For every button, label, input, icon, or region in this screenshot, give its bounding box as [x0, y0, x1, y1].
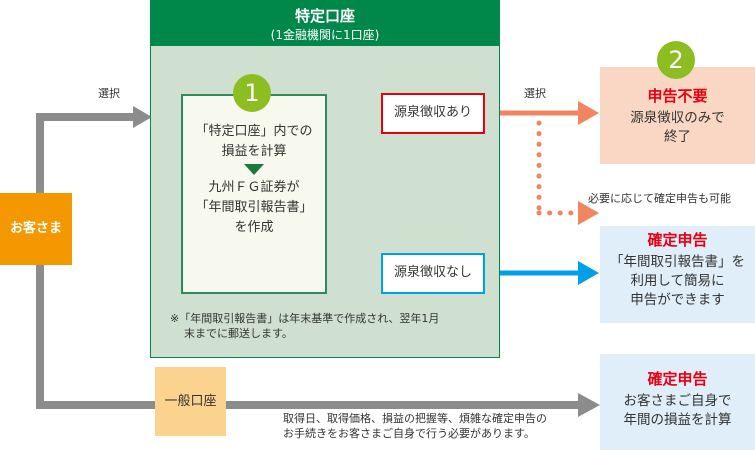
general-note: 取得日、取得価格、損益の把握等、煩雑な確定申告の お手続きをお客さまご自身で行う… — [283, 411, 603, 441]
blue-arrow — [484, 261, 599, 285]
step-2-badge: 2 — [657, 41, 695, 79]
result-line: お客さまご自身で — [623, 393, 732, 409]
result-title: 申告不要 — [647, 87, 708, 105]
result-self-filing: 確定申告 お客さまご自身で 年間の損益を計算 — [600, 354, 755, 450]
note-line: お手続きをお客さまご自身で行う必要があります。 — [283, 427, 535, 440]
result-no-filing: 申告不要 源泉徴収のみで 終了 — [600, 67, 755, 164]
result-line: 源泉徴収のみで — [630, 110, 725, 126]
calc-line: 「特定口座」内での — [195, 124, 313, 139]
result-line: 年間の損益を計算 — [623, 412, 732, 428]
optional-note: 必要に応じて確定申告も可能 — [588, 192, 731, 205]
note-line: 取得日、取得価格、損益の把握等、煩雑な確定申告の — [283, 412, 547, 425]
result-simple-filing: 確定申告 「年間取引報告書」を 利用して簡易に 申告ができます — [600, 226, 755, 323]
select-label: 選択 — [524, 87, 546, 100]
step-1-badge: 1 — [233, 74, 271, 112]
down-triangle-icon — [244, 164, 264, 175]
report-line: を作成 — [234, 220, 274, 235]
tokutei-account-header: 特定口座 (1金融機関に1口座) — [150, 0, 500, 46]
result-title: 確定申告 — [647, 231, 708, 249]
orange-arrow — [484, 101, 599, 225]
calculation-box: 「特定口座」内での 損益を計算 九州ＦＧ証券が 「年間取引報告書」 を作成 — [181, 94, 327, 294]
report-line: 「年間取引報告書」 — [195, 200, 313, 215]
result-title: 確定申告 — [647, 370, 708, 388]
result-line: 申告ができます — [630, 292, 725, 308]
general-account-box: 一般口座 — [155, 367, 226, 436]
note-line: ※「年間取引報告書」は年末基準で作成され、翌年1月 — [170, 312, 440, 325]
note-line: 末までに郵送します。 — [184, 327, 293, 340]
result-line: 終了 — [664, 129, 691, 145]
without-withholding-box: 源泉徴収なし — [381, 253, 485, 294]
tokutei-subtitle: (1金融機関に1口座) — [270, 28, 380, 42]
tokutei-title: 特定口座 — [294, 7, 355, 25]
result-line: 利用して簡易に — [630, 273, 725, 289]
result-line: 「年間取引報告書」を — [610, 254, 745, 270]
customer-box: お客さま — [0, 193, 72, 265]
with-withholding-box: 源泉徴収あり — [381, 93, 485, 134]
calc-line: 損益を計算 — [221, 144, 287, 159]
report-line: 九州ＦＧ証券が — [208, 180, 300, 195]
report-note: ※「年間取引報告書」は年末基準で作成され、翌年1月 末までに郵送します。 — [170, 311, 500, 341]
select-label: 選択 — [98, 87, 120, 100]
